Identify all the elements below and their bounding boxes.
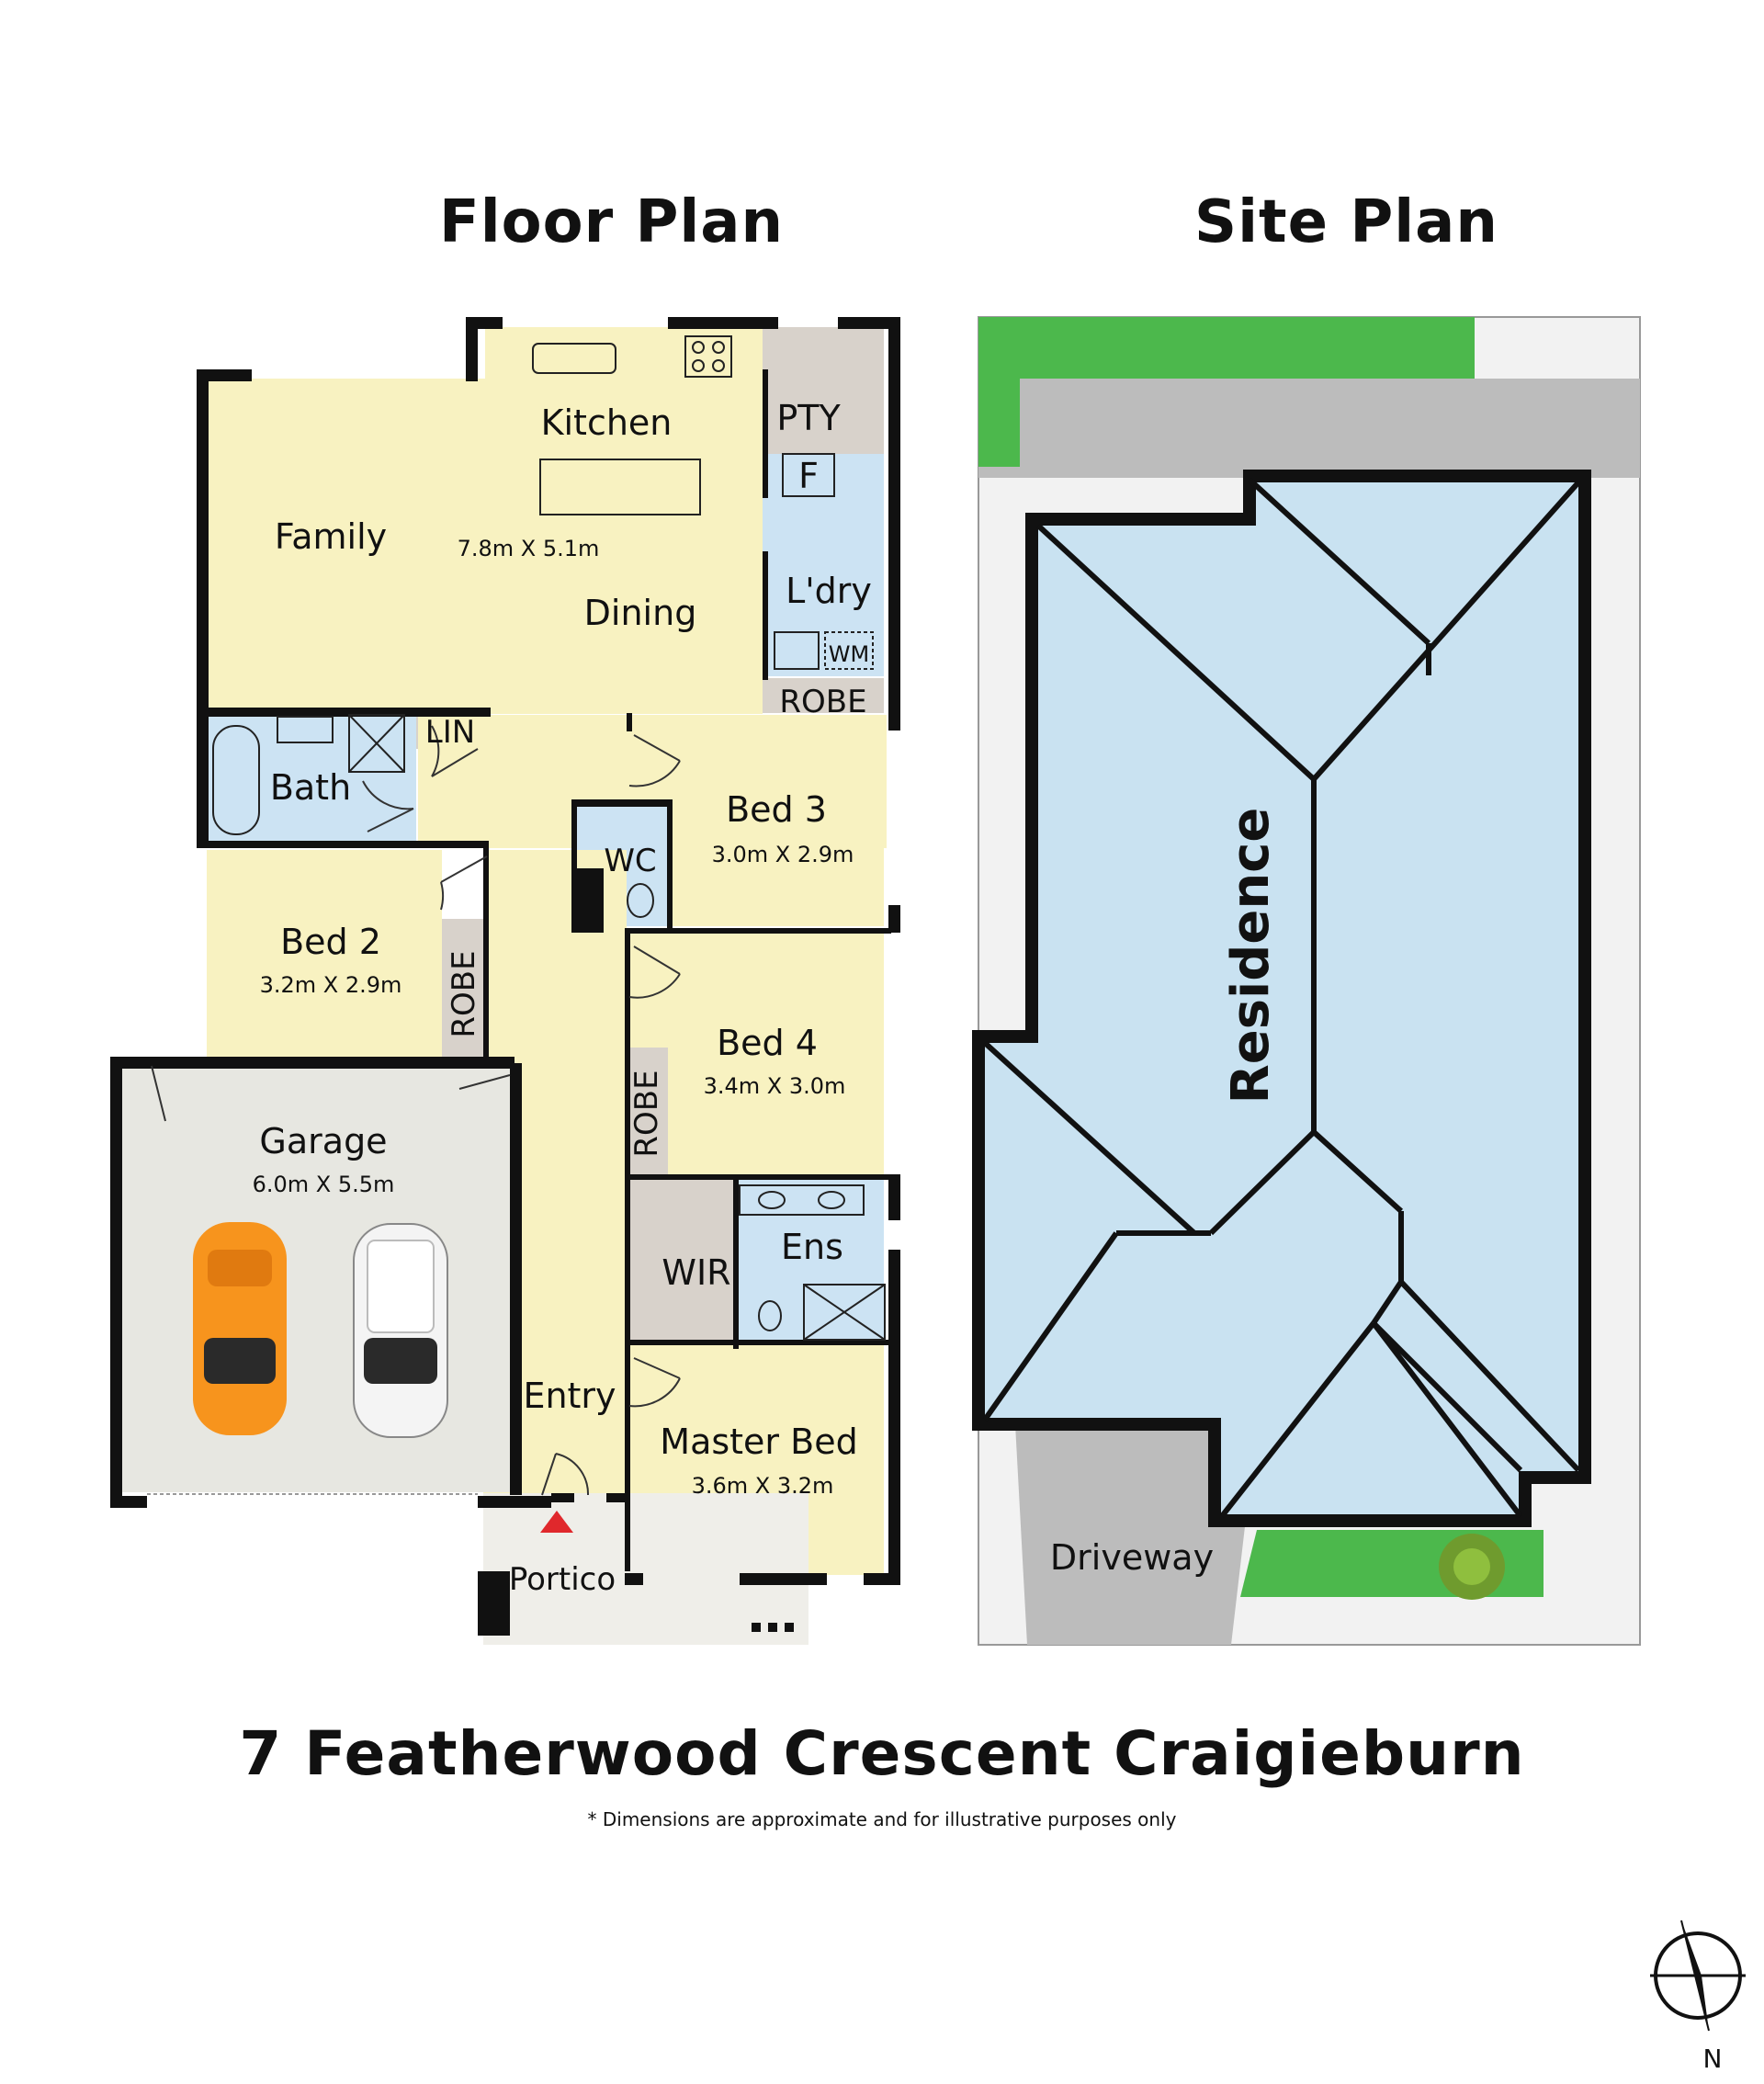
fixtures [147, 335, 886, 1495]
paving-top [978, 379, 1640, 478]
portico-label: Portico [509, 1561, 616, 1598]
cooktop-icon [684, 335, 732, 378]
compass-label: N [1703, 2044, 1723, 2074]
bath-shower-icon [348, 714, 405, 773]
walls [110, 317, 900, 1636]
car-white-icon [353, 1223, 448, 1438]
laundry-robe-label: ROBE [779, 684, 866, 720]
laundry-robe-area [763, 678, 884, 713]
bed2-dims: 3.2m X 2.9m [260, 972, 402, 998]
ensuite-toilet-icon [758, 1300, 782, 1331]
ensuite-vanity-icon [739, 1184, 865, 1216]
bed4-label: Bed 4 [717, 1023, 818, 1063]
bath-area [207, 712, 416, 845]
bed2-label: Bed 2 [280, 922, 381, 962]
bed4-robe-area [625, 1048, 668, 1176]
car-orange-icon [193, 1222, 287, 1435]
ensuite-shower-icon [803, 1284, 886, 1341]
bed2-robe-area [442, 919, 483, 1063]
driveway-label: Driveway [1050, 1537, 1214, 1578]
laundry-label: L'dry [786, 571, 872, 611]
fridge-box [782, 453, 835, 497]
wir-area [625, 1178, 737, 1343]
site-plan-heading: Site Plan [1194, 188, 1498, 256]
garage-area [118, 1063, 515, 1492]
site-plan: Residence Driveway [972, 316, 1641, 1646]
kitchen-island [539, 459, 701, 515]
residence-roof [972, 470, 1591, 1527]
door-swings [151, 725, 681, 1496]
lawn-top [978, 317, 1475, 467]
entry-arrow-icon [540, 1511, 573, 1533]
garage-dims: 6.0m X 5.5m [253, 1172, 395, 1197]
wir-label: WIR [662, 1252, 730, 1293]
wc-toilet-icon [627, 883, 654, 918]
compass-icon: N [1650, 1920, 1746, 2074]
portico-area [483, 1493, 808, 1645]
disclaimer: * Dimensions are approximate and for ill… [587, 1808, 1177, 1830]
bed3-dims: 3.0m X 2.9m [712, 842, 854, 867]
bed2-robe-label: ROBE [446, 950, 482, 1037]
fridge-label: F [798, 456, 819, 496]
dining-label: Dining [584, 593, 697, 633]
bathtub-icon [212, 725, 260, 835]
roof-ridges [982, 477, 1581, 1518]
living-dims: 7.8m X 5.1m [458, 536, 600, 561]
floor-plan-heading: Floor Plan [439, 188, 785, 256]
master-bed-label: Master Bed [660, 1421, 857, 1462]
master-dims: 3.6m X 3.2m [692, 1473, 834, 1499]
ensuite-label: Ens [781, 1227, 843, 1267]
bath-label: Bath [270, 767, 351, 808]
residence-label: Residence [1221, 808, 1281, 1104]
property-address: 7 Featherwood Crescent Craigieburn [239, 1718, 1525, 1789]
driveway-area [1015, 1424, 1257, 1645]
more-icon [752, 1623, 794, 1632]
pantry-label: PTY [776, 398, 841, 438]
washing-machine-box [824, 631, 874, 670]
washing-machine-label: WM [829, 641, 869, 667]
kitchen-label: Kitchen [541, 402, 673, 443]
family-label: Family [275, 516, 387, 557]
family-dining-area [204, 379, 763, 714]
kitchen-sink-icon [532, 343, 616, 374]
bed4-robe-label: ROBE [628, 1070, 665, 1157]
wc-label: WC [604, 843, 656, 879]
garage-label: Garage [259, 1121, 387, 1161]
laundry-trough-icon [774, 631, 820, 670]
bed4-dims: 3.4m X 3.0m [704, 1073, 846, 1099]
bed2-area [207, 850, 442, 1063]
linen-label: LIN [425, 714, 475, 751]
bath-vanity-icon [277, 716, 334, 743]
floor-plan: Kitchen Family Dining PTY F L'dry Bath B… [110, 317, 900, 1645]
pantry-area [763, 327, 884, 454]
entry-label: Entry [523, 1376, 616, 1416]
bed3-label: Bed 3 [726, 789, 827, 830]
